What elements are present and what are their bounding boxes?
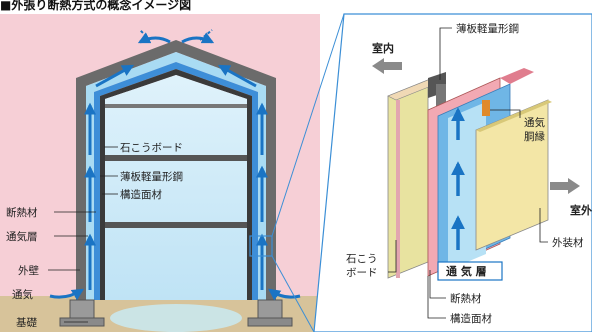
airflow-exhaust-arrow [137,32,171,44]
roof-vent-dash [199,29,213,41]
leader-line [490,109,521,118]
label-structural-panel: 構造面材 [120,188,162,201]
leader-line [439,27,452,80]
leader-line [388,240,397,273]
label-exterior-finish: 外装材 [552,236,584,249]
indoor-arrow-icon [372,58,402,74]
airflow-exhaust-arrow [181,32,215,44]
label-insulation-detail: 断熱材 [450,292,482,305]
ceiling-slab [105,104,247,108]
vent-layer-label-box [437,261,503,281]
house-section: 石こうボード 薄板軽量形鋼 構造面材 断熱材 通気層 外壁 通気 基礎 [0,13,345,332]
label-foundation: 基礎 [16,316,37,329]
detail-callout-line [271,13,345,237]
ground-glow [110,304,242,332]
label-vent-furring-1: 通気 [524,116,545,129]
airflow-intake-arrow [268,288,301,301]
airflow-arrow [95,64,135,88]
leader-line [429,270,446,299]
label-gypsum-1: 石こう [346,253,378,265]
steel-stud [436,84,446,108]
label-thin-steel-detail: 薄板軽量形鋼 [456,22,519,35]
footing-right [247,317,293,327]
foundation-left [69,299,95,321]
floor-slab-2 [105,155,247,161]
leader-line [427,276,446,319]
outdoor-arrow-icon [550,178,580,194]
foundation-right [257,299,283,321]
right-leader-lines [388,27,548,319]
label-ventilation-layer: 通気層 [6,230,38,243]
airflow-arrow [217,64,257,88]
label-thin-steel: 薄板軽量形鋼 [120,170,183,183]
detail-callout-line [271,255,315,332]
label-exterior-wall: 外壁 [18,264,39,277]
vent-furring-strip [482,100,490,116]
roof-vent-dash [139,29,151,41]
leader-line [539,208,548,243]
airflow-arrows [49,32,301,301]
detail-highlight-box [249,235,273,257]
label-indoor: 室内 [372,41,394,55]
left-leader-lines [48,146,118,323]
airflow-intake-arrow [49,288,85,301]
label-structural-panel-detail: 構造面材 [450,312,492,325]
label-outdoor: 室外 [570,203,592,217]
label-airflow: 通気 [12,288,33,301]
label-vent-furring-2: 胴縁 [524,130,545,143]
exterior-finish-top [476,100,552,132]
gypsum-board-edge [396,100,400,278]
diagram-title: ■外張り断熱方式の概念イメージ図 [0,0,191,12]
insulation-top-edge [500,68,534,84]
floor-slab-1 [105,222,247,228]
interior-space [105,75,247,300]
structural-panel-band [100,69,252,300]
roof-vent-flow [139,29,213,41]
wall-detail: 室内 室外 薄板軽量形鋼 通気 胴縁 外装材 石こう ボード 通 気 層 断熱材… [313,13,592,332]
label-gypsum-board: 石こうボード [120,142,183,154]
label-gypsum-2: ボード [346,267,378,279]
label-insulation: 断熱材 [6,206,38,219]
label-vent-layer-detail: 通 気 層 [446,264,487,278]
gypsum-board-layer [387,79,429,279]
